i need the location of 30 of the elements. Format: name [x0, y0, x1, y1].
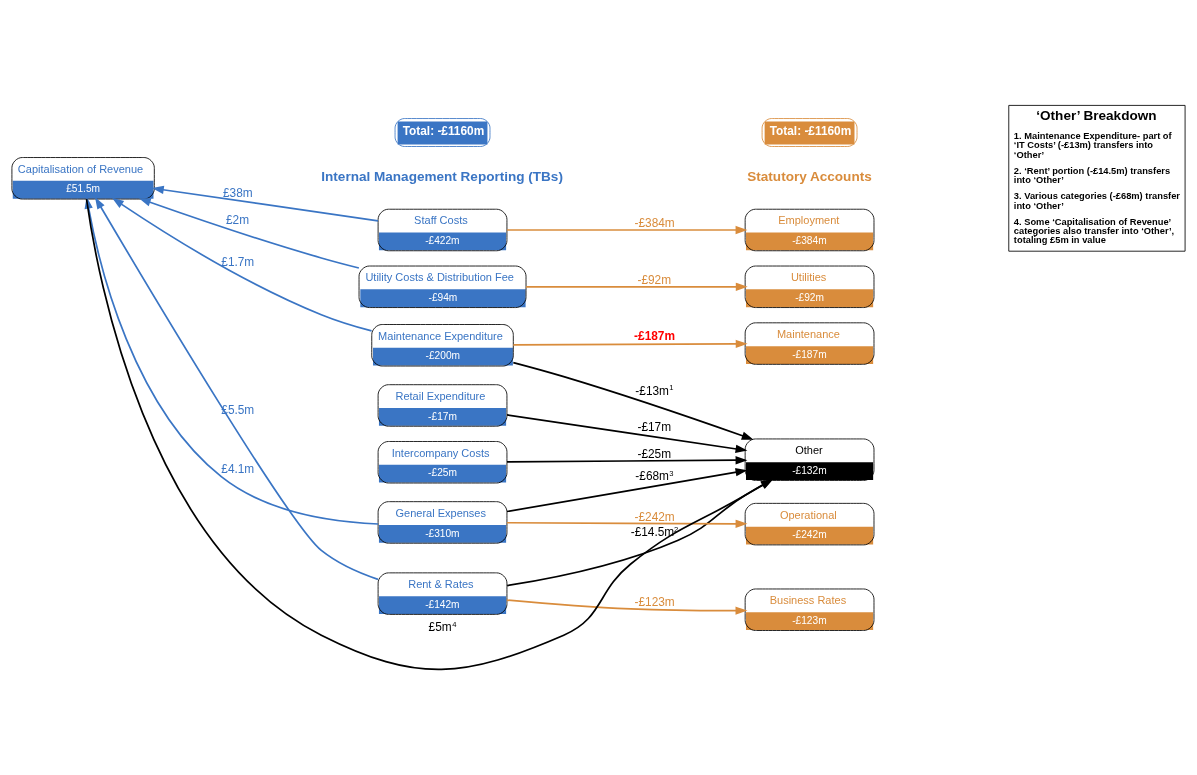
edge-label: -£187m [634, 329, 675, 344]
arrow [506, 225, 748, 235]
edge-label: £2m [225, 213, 250, 228]
edge-label: £38m [222, 186, 253, 201]
node-box: ‘Other’ Breakdown 1. Maintenance Expenditure- part of ‘IT Costs’ (-£13m) transfers into ‘Other’ 2. ‘Rent’ portion (-£14.5m) transfers into ‘Other’ 3. Various categories (-£68m) transfer into ‘Other’ 4. Some ‘Capitalisation of Revenue’ categories also transfer into ‘Other’, totaling £5m in value [1008, 104, 1186, 252]
arrow [512, 361, 754, 440]
label: Statutory Accounts [747, 168, 872, 184]
edge-label: -£384m [634, 215, 675, 230]
edge-label: -£92m [637, 272, 672, 287]
edge-label: -£242m [634, 509, 675, 524]
arrow [506, 414, 748, 453]
edge-label: -£123m [634, 594, 675, 609]
arrow [151, 185, 379, 222]
edge-label: -£25m [637, 447, 672, 462]
edge-label: -£68m$^{3}$ [635, 468, 674, 484]
edge-label: £5m$^{4}$ [428, 619, 457, 635]
arrow [506, 468, 748, 513]
edge-label: £1.7m [221, 254, 255, 269]
arrow [506, 519, 748, 528]
edge-label: -£13m$^{1}$ [635, 383, 674, 398]
arrow [525, 282, 748, 291]
arrow [506, 599, 748, 615]
arrow [138, 198, 360, 269]
edge-label: £4.1m [221, 462, 255, 477]
arrow [506, 456, 748, 465]
edge-label: -£17m [637, 420, 672, 435]
arrow [512, 339, 748, 349]
arrow [111, 197, 373, 332]
arrow [94, 197, 379, 581]
label: Internal Management Reporting (TBs) [321, 168, 563, 184]
